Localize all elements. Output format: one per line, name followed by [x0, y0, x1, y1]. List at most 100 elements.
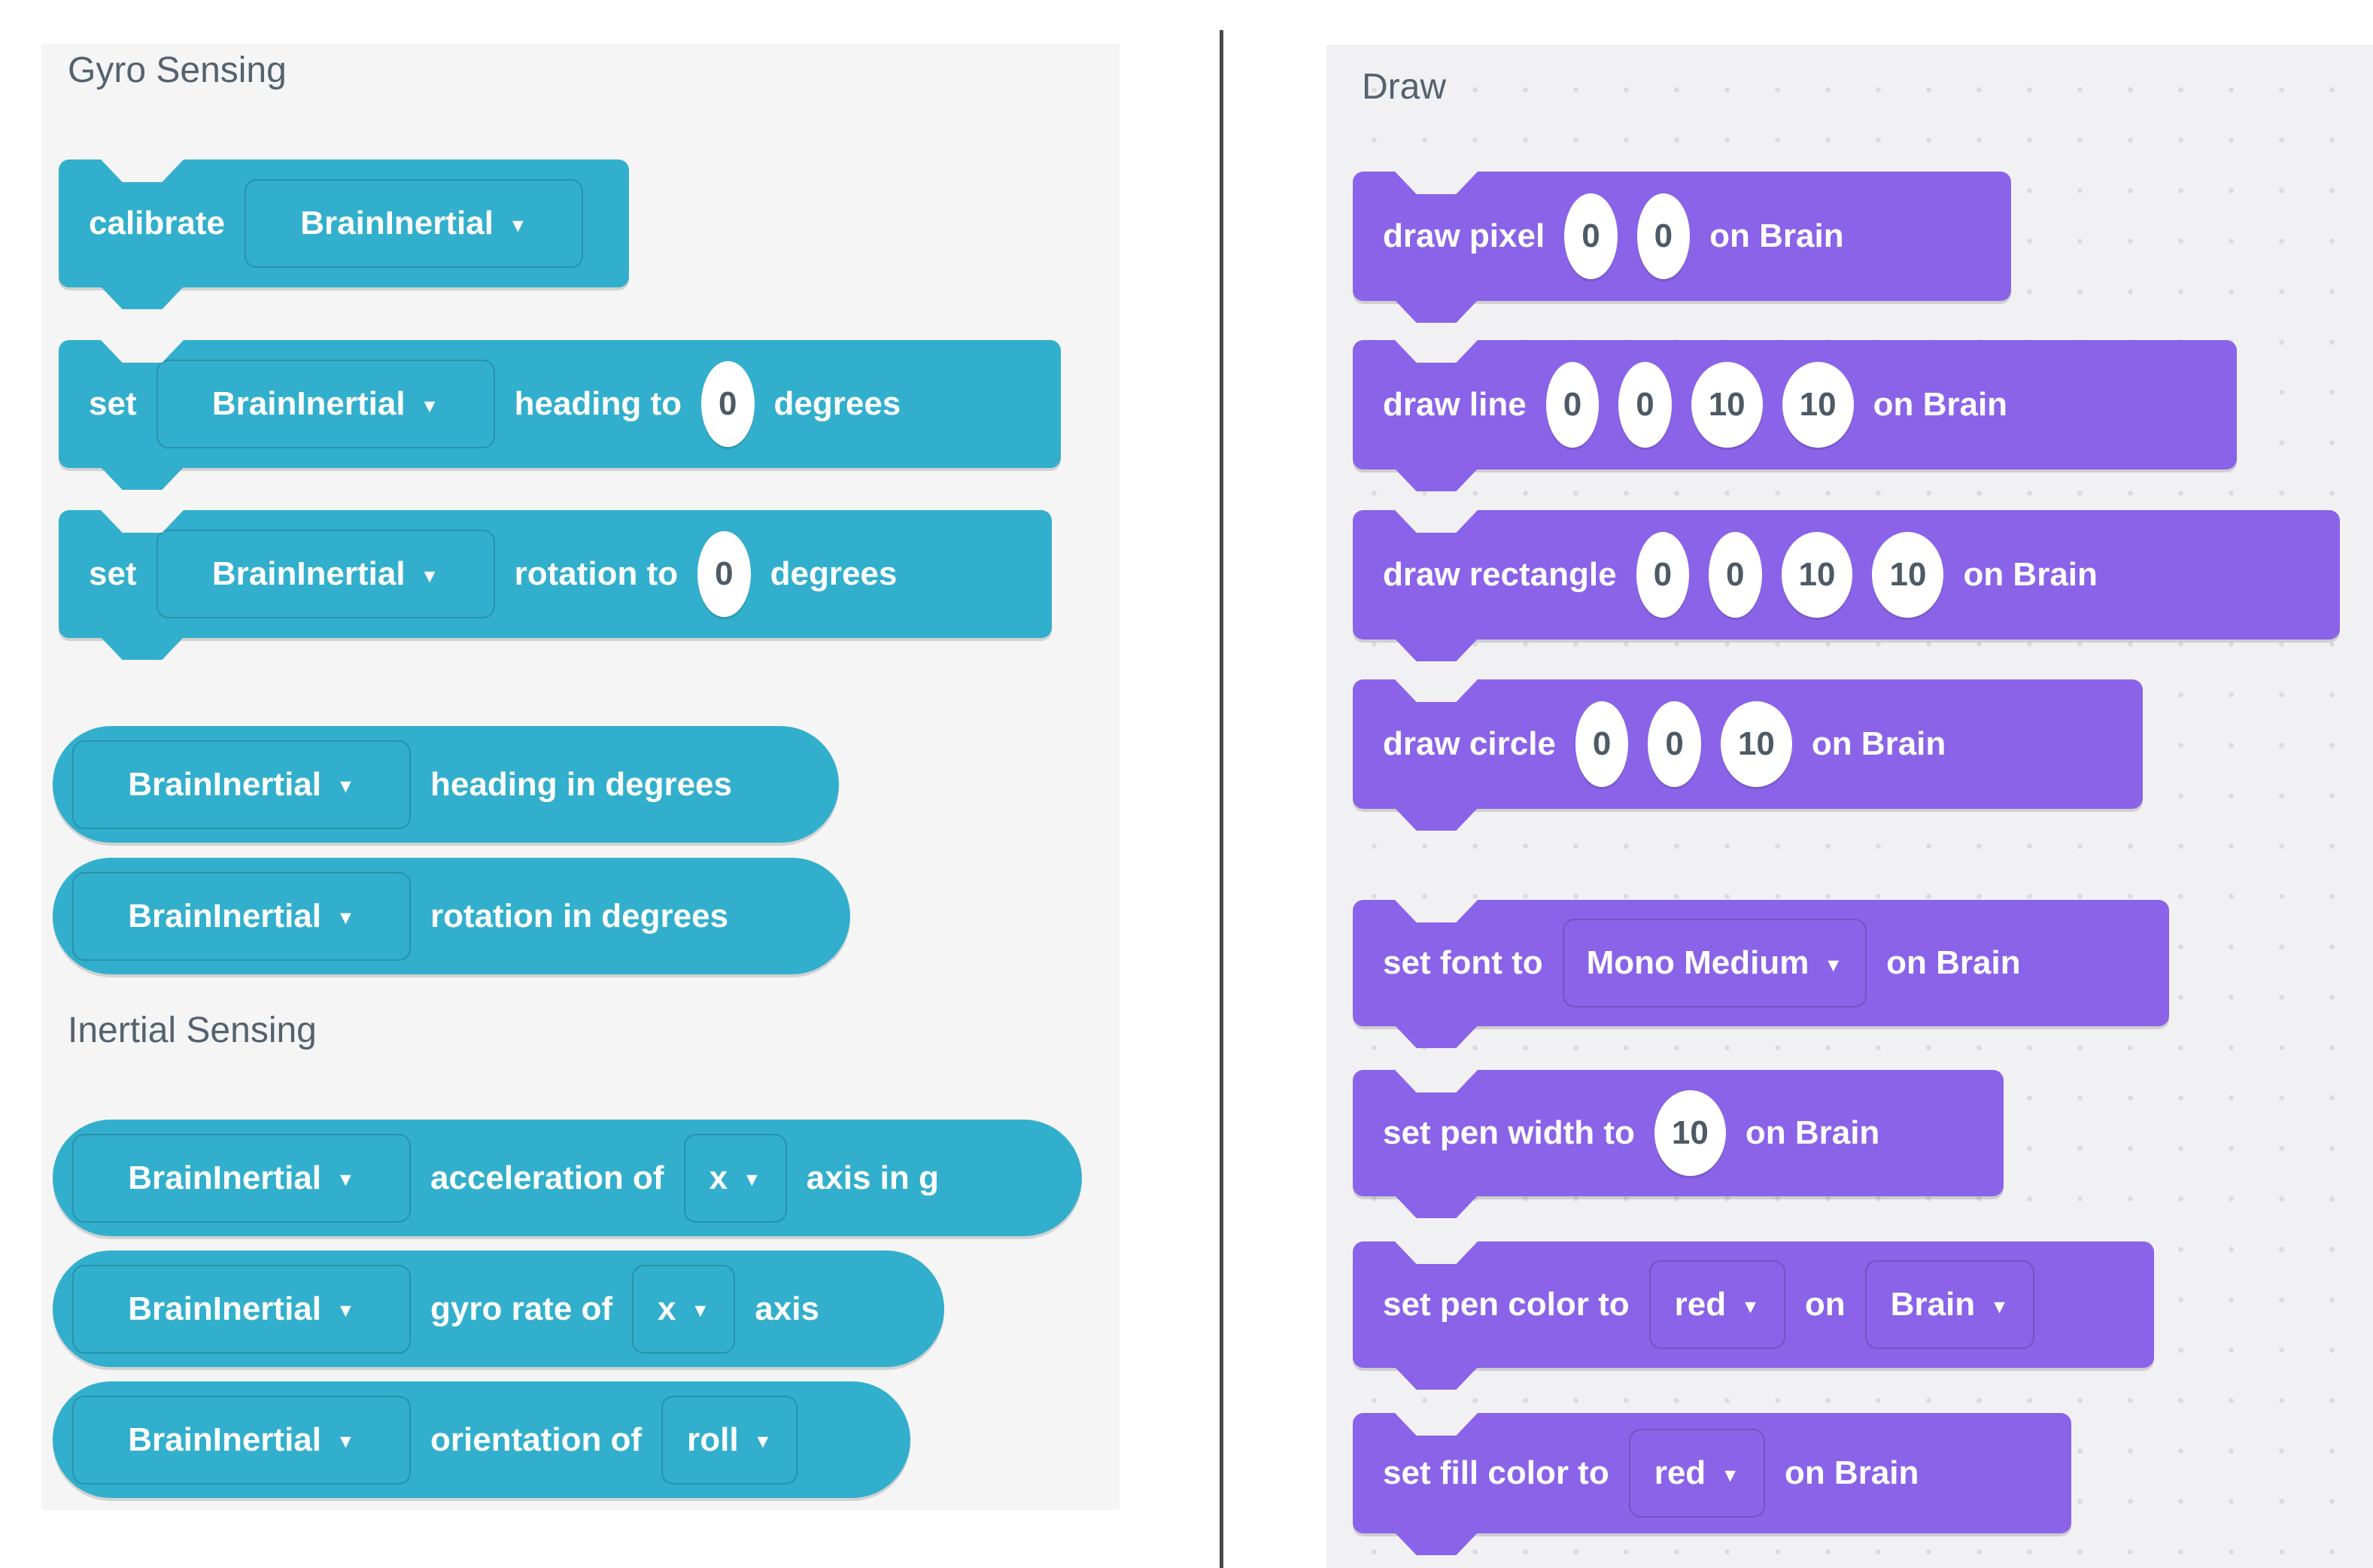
dropdown-arrow-icon: ▼	[1741, 1296, 1760, 1317]
number-input[interactable]: 0	[1636, 193, 1691, 279]
color-dropdown[interactable]: red ▼	[1648, 1260, 1785, 1349]
font-dropdown[interactable]: Mono Medium ▼	[1562, 919, 1867, 1007]
device-dropdown[interactable]: BrainInertial ▼	[244, 179, 583, 268]
device-dropdown[interactable]: BrainInertial ▼	[72, 740, 411, 829]
number-input[interactable]: 0	[1564, 193, 1618, 279]
block-set-heading[interactable]: set BrainInertial ▼ heading to 0 degrees	[59, 340, 1061, 490]
block-label: on Brain	[1811, 725, 1946, 762]
device-dropdown[interactable]: BrainInertial ▼	[156, 530, 495, 618]
device-dropdown[interactable]: BrainInertial ▼	[72, 871, 411, 961]
section-title-gyro-sensing: Gyro Sensing	[68, 50, 287, 90]
number-input[interactable]: 0	[1648, 701, 1701, 787]
block-notch-bottom	[1395, 1367, 1478, 1390]
draw-palette-panel: Draw draw pixel 0 0 on Brain draw line 0…	[1326, 45, 2373, 1568]
number-input[interactable]: 0	[1575, 701, 1629, 787]
axis-dropdown[interactable]: x ▼	[632, 1264, 736, 1354]
number-value: 10	[1799, 386, 1837, 423]
block-label: set	[89, 385, 137, 422]
number-value: 10	[1889, 556, 1927, 593]
device-dropdown[interactable]: BrainInertial ▼	[72, 1264, 411, 1354]
block-notch-bottom	[1395, 1026, 1478, 1048]
block-notch-top	[1395, 679, 1478, 702]
block-notch-bottom	[1395, 808, 1478, 831]
block-notch-bottom	[101, 467, 184, 490]
block-draw-pixel[interactable]: draw pixel 0 0 on Brain	[1353, 172, 2011, 323]
number-input[interactable]: 10	[1782, 362, 1854, 448]
panel-divider	[1220, 30, 1223, 1568]
number-value: 0	[719, 385, 737, 422]
axis-dropdown[interactable]: x ▼	[683, 1133, 787, 1223]
block-label: set	[89, 555, 137, 592]
block-notch-top	[1395, 1070, 1478, 1092]
block-heading-reporter[interactable]: BrainInertial ▼ heading in degrees	[53, 726, 839, 843]
block-label: draw circle	[1383, 725, 1556, 762]
number-input[interactable]: 10	[1691, 362, 1763, 448]
sensing-palette-panel: Gyro Sensing calibrate BrainInertial ▼ s…	[41, 44, 1120, 1510]
number-value: 0	[1653, 556, 1673, 593]
number-input[interactable]: 0	[1709, 532, 1762, 618]
device-dropdown[interactable]: BrainInertial ▼	[156, 360, 495, 448]
dropdown-value: Brain	[1890, 1286, 1976, 1323]
block-set-pen-width[interactable]: set pen width to 10 on Brain	[1353, 1070, 2004, 1218]
block-label: on Brain	[1886, 944, 2021, 981]
orientation-dropdown[interactable]: roll ▼	[661, 1395, 798, 1484]
block-set-pen-color[interactable]: set pen color to red ▼ on Brain ▼	[1353, 1241, 2154, 1390]
number-input[interactable]: 0	[1618, 362, 1672, 448]
device-dropdown[interactable]: BrainInertial ▼	[72, 1395, 411, 1484]
device-dropdown[interactable]: Brain ▼	[1864, 1260, 2034, 1349]
device-dropdown[interactable]: BrainInertial ▼	[72, 1133, 411, 1223]
block-notch-top	[1395, 172, 1478, 194]
block-rotation-reporter[interactable]: BrainInertial ▼ rotation in degrees	[53, 858, 850, 974]
dropdown-arrow-icon: ▼	[753, 1431, 773, 1452]
color-dropdown[interactable]: red ▼	[1628, 1429, 1765, 1518]
block-notch-bottom	[1395, 1533, 1478, 1555]
block-label: calibrate	[89, 205, 225, 242]
block-label: on Brain	[1745, 1114, 1880, 1151]
block-set-fill-color[interactable]: set fill color to red ▼ on Brain	[1353, 1413, 2071, 1555]
dropdown-value: BrainInertial	[300, 205, 494, 242]
dropdown-arrow-icon: ▼	[1990, 1296, 2009, 1317]
block-notch-top	[1395, 1413, 1478, 1436]
block-label: gyro rate of	[430, 1290, 613, 1327]
block-set-rotation[interactable]: set BrainInertial ▼ rotation to 0 degree…	[59, 510, 1052, 660]
block-notch-bottom	[1395, 469, 1478, 491]
dropdown-value: BrainInertial	[128, 1290, 321, 1327]
block-label: set pen width to	[1383, 1114, 1635, 1151]
dropdown-arrow-icon: ▼	[336, 1431, 355, 1452]
dropdown-value: roll	[687, 1421, 739, 1458]
dropdown-value: BrainInertial	[128, 1159, 321, 1196]
dropdown-arrow-icon: ▼	[1721, 1464, 1739, 1486]
block-notch-bottom	[1395, 639, 1478, 661]
block-notch-top	[1395, 510, 1478, 533]
block-draw-circle[interactable]: draw circle 0 0 10 on Brain	[1353, 679, 2143, 831]
number-value: 0	[715, 555, 734, 592]
number-input[interactable]: 10	[1720, 701, 1792, 787]
dropdown-arrow-icon: ▼	[336, 776, 355, 797]
block-draw-rectangle[interactable]: draw rectangle 0 0 10 10 on Brain	[1353, 510, 2340, 661]
block-orientation[interactable]: BrainInertial ▼ orientation of roll ▼	[53, 1381, 910, 1498]
block-label: on Brain	[1873, 386, 2008, 423]
number-input[interactable]: 0	[701, 361, 755, 447]
block-calibrate[interactable]: calibrate BrainInertial ▼	[59, 160, 629, 309]
number-input[interactable]: 0	[1636, 532, 1690, 618]
number-input[interactable]: 0	[1545, 362, 1600, 448]
number-input[interactable]: 10	[1872, 532, 1944, 618]
block-notch-bottom	[1395, 300, 1478, 323]
block-notch-bottom	[101, 637, 184, 660]
block-notch-bottom	[101, 287, 184, 309]
block-acceleration[interactable]: BrainInertial ▼ acceleration of x ▼ axis…	[53, 1120, 1082, 1236]
block-notch-top	[1395, 1241, 1478, 1264]
dropdown-arrow-icon: ▼	[336, 1169, 355, 1190]
number-input[interactable]: 10	[1654, 1090, 1726, 1176]
block-label: orientation of	[430, 1421, 643, 1458]
dropdown-value: x	[709, 1159, 728, 1196]
block-label: on Brain	[1709, 217, 1844, 254]
number-input[interactable]: 0	[697, 531, 751, 617]
block-label: degrees	[770, 555, 898, 592]
block-draw-line[interactable]: draw line 0 0 10 10 on Brain	[1353, 340, 2237, 491]
block-set-font[interactable]: set font to Mono Medium ▼ on Brain	[1353, 900, 2169, 1048]
number-input[interactable]: 10	[1781, 532, 1853, 618]
block-gyro-rate[interactable]: BrainInertial ▼ gyro rate of x ▼ axis	[53, 1250, 944, 1367]
dropdown-value: BrainInertial	[211, 555, 406, 592]
block-label: on Brain	[1784, 1454, 1919, 1491]
